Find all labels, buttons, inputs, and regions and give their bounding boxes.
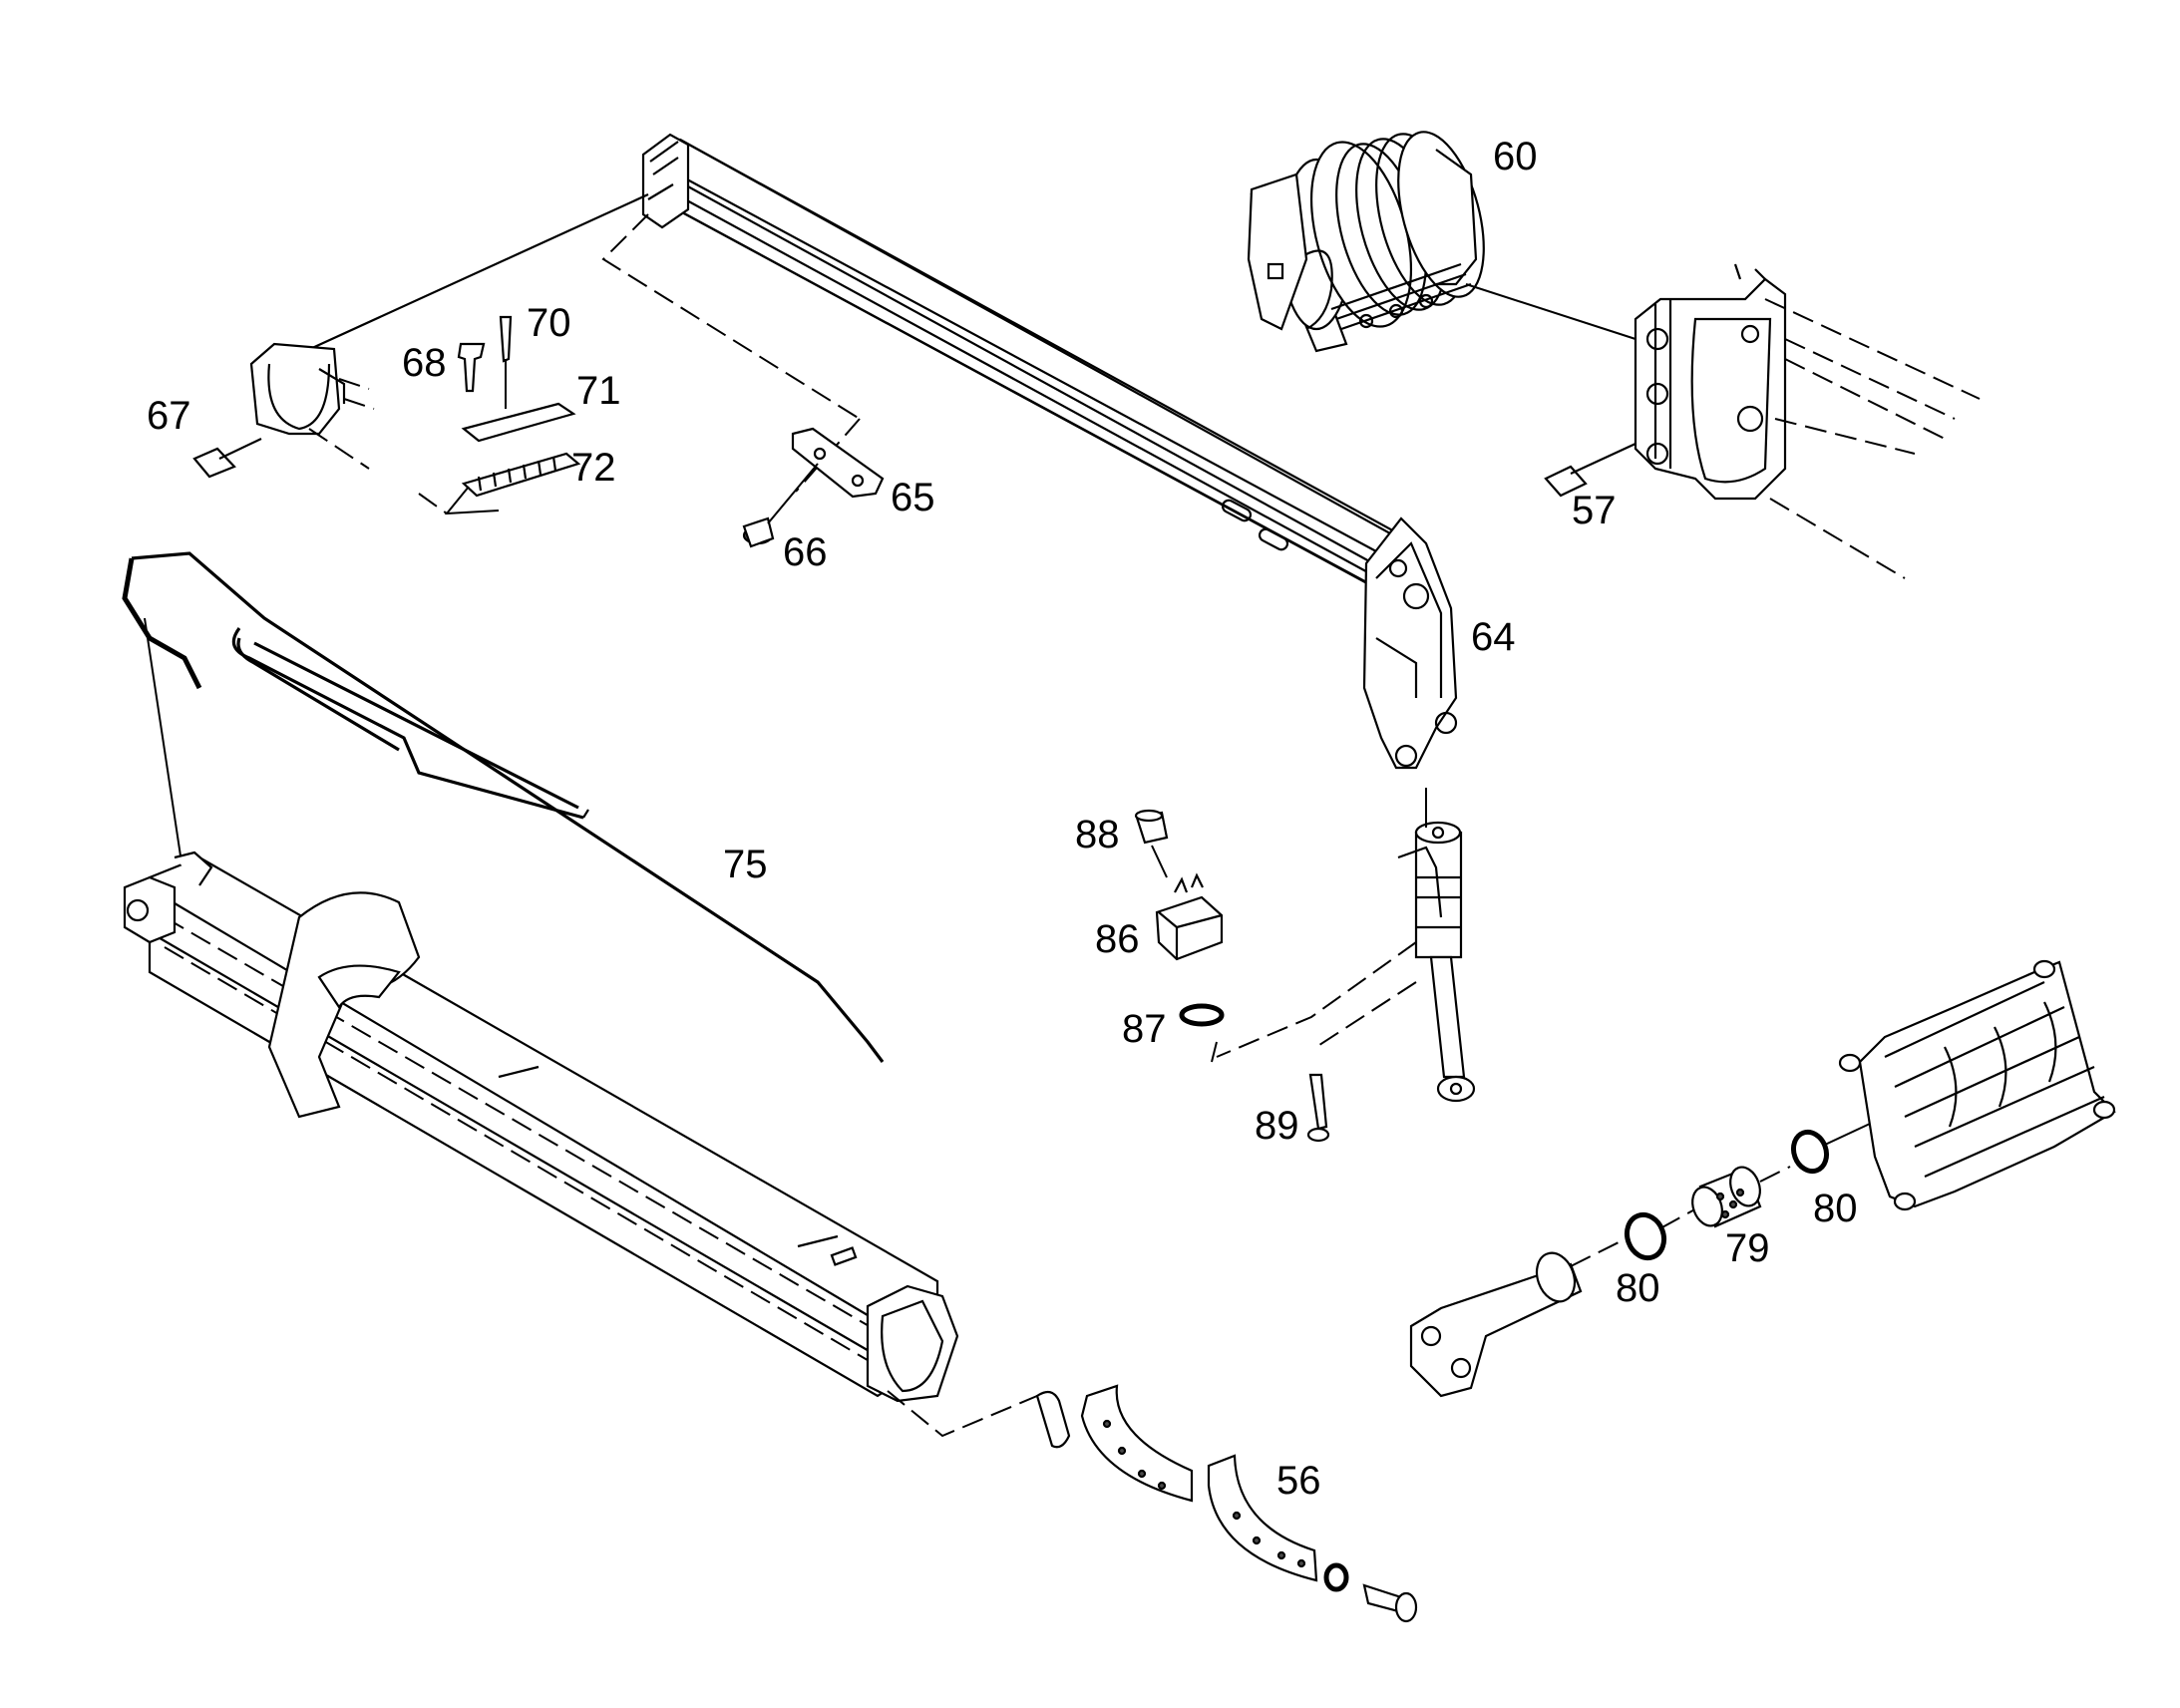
- label-72: 72: [571, 446, 616, 490]
- fitting-88: [1134, 809, 1169, 878]
- lower-boom: [123, 851, 959, 1403]
- label-64: 64: [1471, 615, 1516, 659]
- label-79: 79: [1725, 1226, 1770, 1270]
- label-75: 75: [723, 843, 768, 886]
- ring-80b: [1790, 1129, 1830, 1175]
- label-66: 66: [783, 530, 828, 574]
- label-60: 60: [1493, 135, 1538, 178]
- label-57: 57: [1572, 489, 1617, 532]
- label-87: 87: [1122, 1007, 1167, 1051]
- fitting-66: [742, 463, 819, 548]
- label-70: 70: [527, 301, 571, 345]
- parts-68-72: [418, 315, 581, 515]
- label-65: 65: [891, 476, 935, 519]
- bolt-89: [1306, 1073, 1330, 1143]
- label-56: 56: [1276, 1459, 1321, 1503]
- hose-75: [122, 551, 885, 1063]
- label-67: 67: [147, 394, 191, 438]
- ring-80a: [1624, 1211, 1667, 1261]
- label-88: 88: [1075, 813, 1120, 856]
- label-86: 86: [1095, 917, 1140, 961]
- bushing-79: [1691, 1166, 1762, 1228]
- label-89: 89: [1255, 1104, 1299, 1148]
- pin-assembly: [1409, 1240, 1622, 1398]
- upper-boom-beam: [641, 133, 1458, 770]
- plate-65: [791, 427, 885, 499]
- cylinder: [1397, 821, 1476, 1103]
- bracket-57: [1634, 263, 1787, 501]
- shoe-56-group: [887, 1384, 1418, 1623]
- label-68: 68: [402, 341, 447, 385]
- seal-87: [1179, 1003, 1225, 1027]
- bracket-67: [192, 342, 346, 479]
- winch-drum-60: [1247, 131, 1485, 353]
- label-80b: 80: [1813, 1187, 1858, 1230]
- roller-cage: [1838, 959, 2116, 1211]
- label-80a: 80: [1616, 1266, 1660, 1310]
- label-71: 71: [576, 369, 621, 413]
- bolt-57: [1544, 443, 1636, 498]
- valve-86: [1155, 872, 1224, 961]
